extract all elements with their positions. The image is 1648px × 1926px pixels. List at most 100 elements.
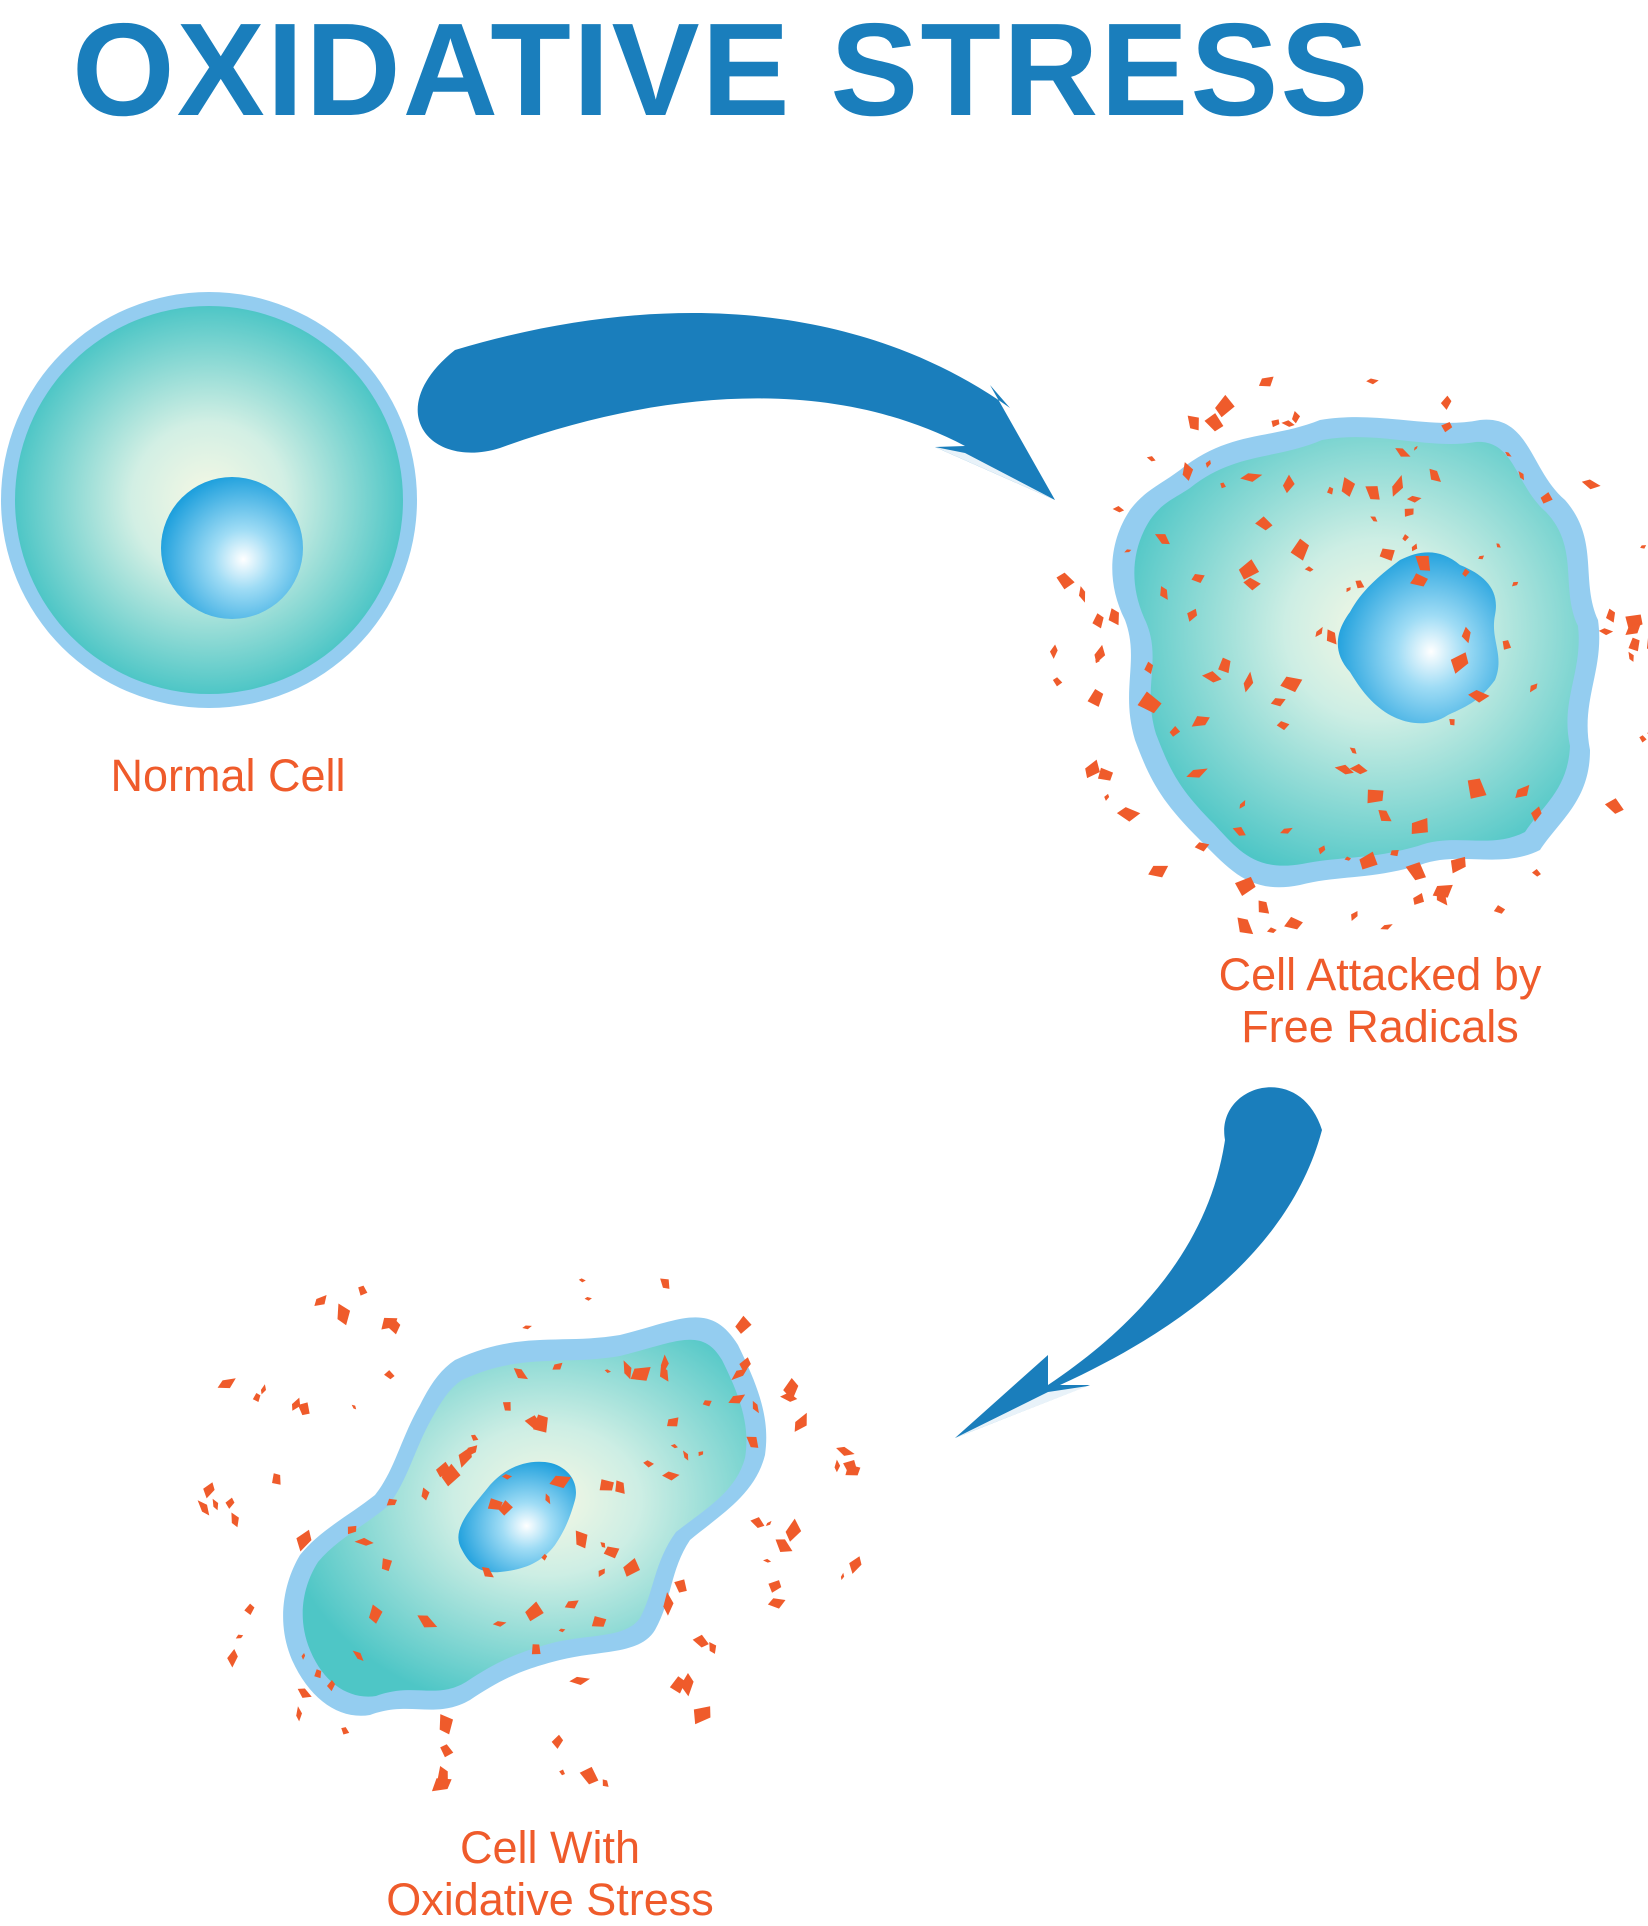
attacked-radical-fragment: [1531, 868, 1541, 877]
attacked-radical-fragment: [1540, 492, 1553, 504]
attacked-radical-fragment: [1237, 917, 1254, 935]
stressed-radical-fragment: [384, 1370, 395, 1380]
attacked-radical-fragment: [1628, 651, 1634, 662]
stressed-radical-fragment: [674, 1579, 687, 1593]
stressed-radical-fragment: [660, 1278, 670, 1289]
attacked-radical-fragment: [1390, 850, 1399, 857]
stressed-radical-fragment: [203, 1482, 215, 1499]
stressed-radical-fragment: [358, 1285, 368, 1296]
attacked-radical-fragment: [1052, 677, 1063, 687]
stressed-radical-fragment: [603, 1546, 620, 1559]
normal-cell-label: Normal Cell: [80, 750, 376, 802]
stressed-radical-fragment: [763, 1558, 772, 1563]
stressed-radical-fragment: [471, 1434, 479, 1441]
attacked-radical-fragment: [1266, 927, 1277, 934]
page-title: OXIDATIVE STRESS: [72, 0, 1371, 143]
stressed-cell: [197, 1278, 862, 1792]
stressed-radical-fragment: [502, 1402, 511, 1411]
attacked-radical-fragment: [1124, 549, 1132, 553]
attacked-radical-fragment: [1291, 411, 1301, 424]
stressed-radical-fragment: [692, 1634, 709, 1648]
stressed-radical-fragment: [663, 1592, 674, 1616]
stressed-radical-fragment: [525, 1601, 544, 1622]
attacked-radical-fragment: [1529, 683, 1538, 693]
attacked-radical-fragment: [1598, 628, 1614, 636]
attacked-radical-fragment: [1341, 477, 1356, 497]
attacked-radical-fragment: [1379, 548, 1395, 561]
stressed-radical-fragment: [244, 1603, 255, 1616]
attacked-radical-fragment: [1380, 924, 1393, 930]
stressed-radical-fragment: [524, 1415, 543, 1430]
attacked-radical-fragment: [1290, 538, 1310, 561]
stressed-radical-fragment: [739, 1357, 751, 1373]
attacked-radical-fragment: [1581, 479, 1601, 490]
stressed-cell-nucleus: [458, 1461, 576, 1573]
attacked-radical-fragment: [1366, 378, 1379, 385]
attacked-radical-fragment: [1112, 506, 1125, 513]
stressed-radical-fragment: [351, 1404, 357, 1410]
attacked-radical-fragment: [1280, 676, 1303, 693]
stressed-radical-fragment: [498, 1500, 513, 1516]
attacked-cell: [1049, 376, 1648, 935]
attacked-radical-fragment: [1182, 462, 1194, 481]
stressed-radical-fragment: [659, 1365, 669, 1382]
attacked-radical-fragment: [1205, 459, 1211, 468]
attacked-cell-free-radicals: [1049, 376, 1648, 935]
attacked-radical-fragment: [1194, 842, 1210, 852]
attacked-radical-fragment: [1271, 419, 1280, 428]
attacked-radical-fragment: [1255, 516, 1273, 531]
attacked-radical-fragment: [1604, 798, 1624, 814]
stressed-radical-fragment: [731, 1368, 748, 1381]
attacked-radical-fragment: [1085, 759, 1100, 779]
attacked-radical-fragment: [1440, 395, 1452, 410]
attacked-radical-fragment: [1097, 767, 1114, 781]
attacked-radical-fragment: [1351, 911, 1358, 922]
attacked-radical-fragment: [1511, 581, 1519, 587]
attacked-radical-fragment: [1326, 629, 1337, 645]
stressed-radical-fragment: [667, 1417, 679, 1427]
attacked-radical-fragment: [1056, 572, 1075, 590]
stressed-radical-fragment: [765, 1520, 772, 1526]
stressed-radical-fragment: [599, 1479, 614, 1491]
attacked-radical-fragment: [1478, 555, 1485, 560]
arrow-1-head-highlight: [935, 447, 1055, 500]
stressed-radical-fragment: [575, 1530, 588, 1549]
attacked-radical-fragment: [1461, 626, 1471, 644]
attacked-radical-fragment: [1169, 725, 1181, 737]
attacked-radical-fragment: [1220, 482, 1226, 489]
stressed-radical-fragment: [693, 1706, 711, 1725]
stressed-radical-fragment: [212, 1498, 219, 1511]
attacked-radical-fragment: [1413, 892, 1425, 905]
stressed-radical-fragment: [541, 1553, 548, 1561]
stressed-radical-fragment: [352, 1650, 364, 1661]
attacked-radical-fragment: [1639, 735, 1647, 743]
attacked-radical-fragment: [1092, 613, 1104, 629]
attacked-radical-fragment: [1378, 809, 1392, 822]
attacked-radical-fragment: [1144, 661, 1154, 674]
attacked-radical-fragment: [1137, 691, 1162, 714]
attacked-radical-fragment: [1518, 471, 1524, 481]
stressed-radical-fragment: [709, 1642, 717, 1654]
attacked-radical-fragment: [1243, 577, 1261, 591]
attacked-radical-fragment: [1344, 856, 1352, 861]
stressed-radical-fragment: [252, 1393, 261, 1402]
attacked-radical-fragment: [1240, 473, 1263, 482]
stressed-radical-fragment: [630, 1367, 651, 1381]
attacked-radical-fragment: [1258, 900, 1270, 914]
stressed-radical-fragment: [197, 1500, 210, 1516]
attacked-radical-fragment: [1410, 573, 1428, 587]
attacked-radical-fragment: [1415, 555, 1431, 571]
stressed-radical-fragment: [326, 1680, 336, 1692]
attacked-radical-fragment: [1365, 486, 1380, 500]
stressed-radical-fragment: [843, 1459, 858, 1475]
attacked-radical-fragment: [1411, 543, 1418, 552]
stressed-radical-fragment: [260, 1384, 267, 1395]
attacked-radical-fragment: [1281, 420, 1295, 427]
stressed-radical-fragment: [421, 1487, 430, 1501]
attacked-radical-fragment: [1640, 545, 1647, 549]
attacked-radical-fragment: [1413, 445, 1418, 451]
normal-cell-nucleus: [161, 477, 303, 619]
stressed-radical-fragment: [417, 1615, 438, 1628]
stressed-radical-fragment: [735, 1315, 752, 1334]
